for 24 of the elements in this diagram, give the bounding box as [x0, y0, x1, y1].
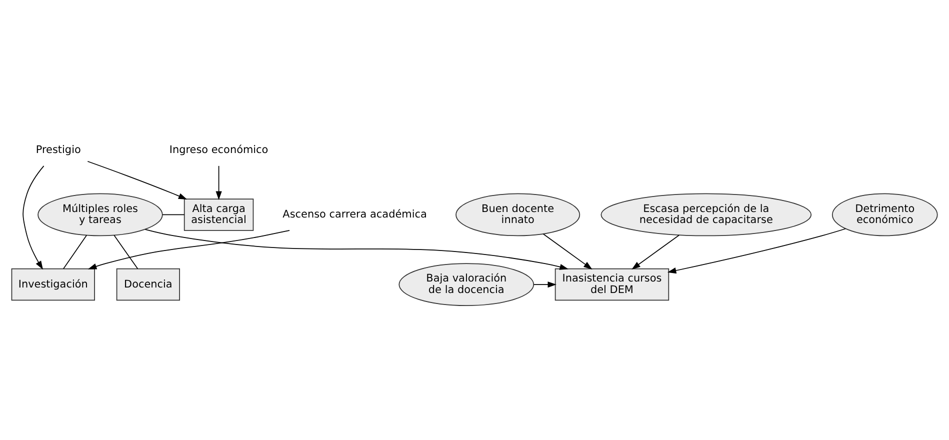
- arrow: [144, 228, 568, 270]
- arrow: [22, 165, 44, 270]
- connector: [63, 234, 88, 270]
- arrow: [87, 160, 188, 200]
- node-ellipse: Múltiples roles y tareas: [38, 193, 163, 236]
- arrow: [667, 228, 846, 274]
- arrow: [533, 282, 556, 288]
- node-text: Ingreso económico: [169, 144, 268, 156]
- node-box: Docencia: [116, 268, 180, 301]
- arrow: [88, 230, 290, 270]
- node-box: Alta carga asistencial: [184, 198, 254, 231]
- connector: [114, 234, 138, 270]
- node-text: Ascenso carrera académica: [282, 208, 427, 220]
- node-box: Investigación: [11, 268, 95, 301]
- node-text: Prestigio: [36, 144, 81, 156]
- node-ellipse: Baja valoración de la docencia: [398, 263, 534, 306]
- node-ellipse: Escasa percepción de la necesidad de capacitarse: [600, 193, 812, 236]
- node-box: Inasistencia cursos del DEM: [554, 268, 670, 301]
- arrow: [632, 234, 680, 270]
- arrow: [216, 166, 222, 200]
- node-ellipse: Buen docente innato: [456, 193, 580, 236]
- arrow: [542, 234, 592, 270]
- node-ellipse: Detrimento económico: [832, 193, 938, 236]
- connector: [162, 214, 185, 216]
